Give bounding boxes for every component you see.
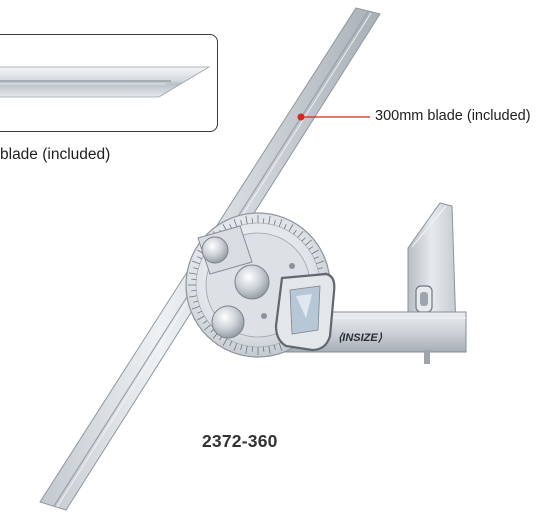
center-knob-icon	[234, 264, 270, 300]
square-blade	[407, 202, 457, 331]
inset-blade-box	[0, 34, 218, 132]
fine-adjust-knob-icon	[211, 305, 245, 339]
magnifier-lens	[274, 272, 336, 352]
model-number: 2372-360	[202, 431, 278, 451]
inset-caption: blade (included)	[0, 146, 111, 163]
brand-logo: ⟨INSIZE⟩	[338, 332, 383, 344]
blade-clamp	[197, 225, 253, 275]
short-blade-drawing	[0, 66, 211, 98]
callout-pointer	[297, 113, 370, 121]
clamp-knob-icon	[201, 236, 229, 264]
blade-callout-label: 300mm blade (included)	[375, 108, 531, 124]
